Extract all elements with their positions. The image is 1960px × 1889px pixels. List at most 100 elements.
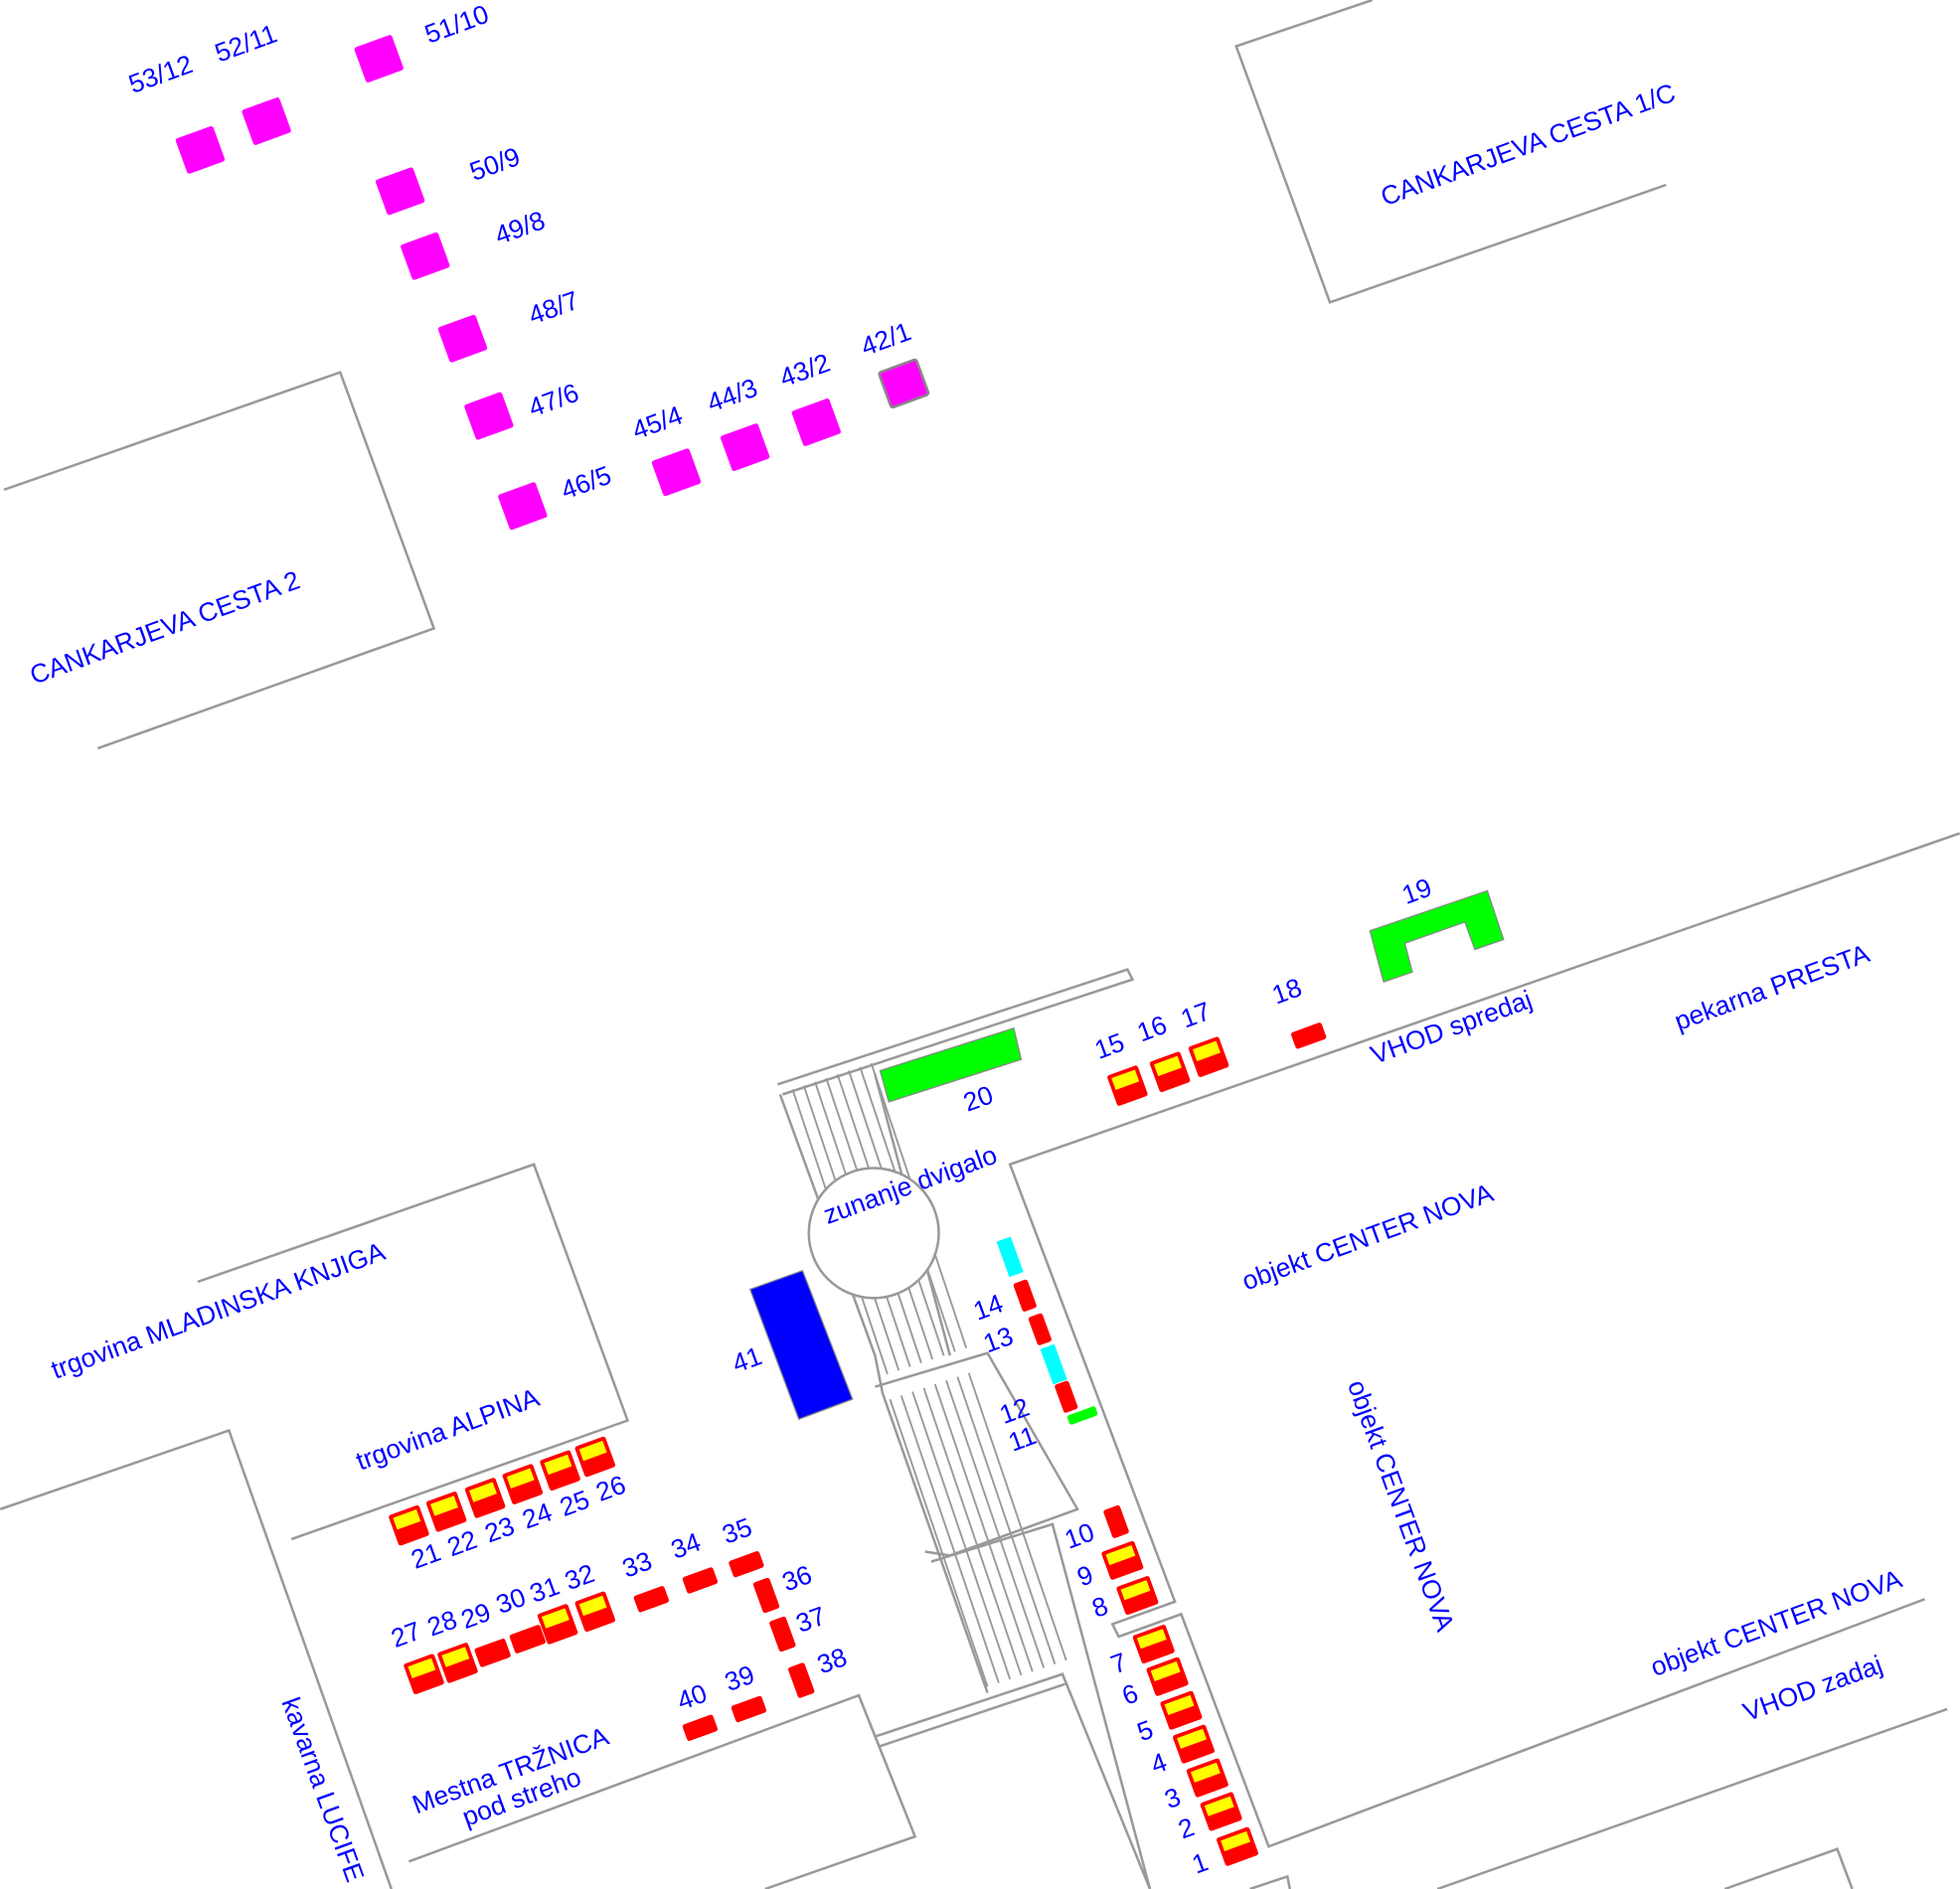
- stall-40-body: [682, 1714, 719, 1741]
- stall-48-7[interactable]: [437, 314, 488, 363]
- stall-50-9[interactable]: [375, 167, 425, 216]
- stall-10-body: [1103, 1504, 1129, 1538]
- stall-29[interactable]: [474, 1638, 512, 1667]
- stall-15-occupied-part: [1111, 1069, 1140, 1090]
- building-cankarjeva-1c: [1234, 0, 1667, 304]
- stall-8[interactable]: [1116, 1575, 1159, 1616]
- stall-37-label: 37: [792, 1601, 830, 1639]
- stall-36[interactable]: [752, 1577, 780, 1614]
- stall-31-label: 31: [526, 1570, 564, 1608]
- stall-46-5[interactable]: [497, 482, 548, 531]
- stall-48-7-label: 48/7: [525, 285, 583, 331]
- stall-38-label: 38: [813, 1642, 851, 1679]
- stair-landing-2: [930, 1522, 1152, 1889]
- stall-26[interactable]: [574, 1436, 616, 1478]
- stall-16-occupied-part: [1153, 1055, 1182, 1077]
- building-trznica: [408, 1693, 917, 1889]
- stall-12[interactable]: [1055, 1380, 1078, 1414]
- stall-35-label: 35: [719, 1511, 756, 1549]
- label-cankarjeva-2: CANKARJEVA CESTA 2: [26, 564, 303, 690]
- stall-52-11[interactable]: [242, 96, 292, 145]
- stall-3-occupied-part: [1190, 1762, 1221, 1783]
- stall-20-block[interactable]: [879, 1026, 1023, 1103]
- stall-35-body: [729, 1550, 764, 1578]
- stall-6-occupied-part: [1150, 1660, 1181, 1681]
- stall-15-label: 15: [1090, 1027, 1128, 1065]
- stall-8-occupied-part: [1120, 1580, 1151, 1601]
- stall-10-label: 10: [1061, 1516, 1098, 1554]
- stall-5[interactable]: [1160, 1690, 1203, 1730]
- walkway-top: [776, 968, 1135, 1096]
- stall-16[interactable]: [1149, 1051, 1191, 1093]
- stall-28[interactable]: [437, 1642, 479, 1683]
- stall-5-label: 5: [1133, 1714, 1157, 1747]
- stall-49-8[interactable]: [400, 232, 450, 280]
- stall-25[interactable]: [540, 1450, 581, 1492]
- stair-step: [911, 1391, 1012, 1680]
- stall-11[interactable]: [1066, 1406, 1098, 1426]
- stall-21-occupied-part: [393, 1509, 421, 1530]
- stall-9-occupied-part: [1105, 1544, 1136, 1566]
- building-center-nova-back: [1436, 1707, 1948, 1889]
- stall-14[interactable]: [1013, 1279, 1037, 1313]
- stall-39[interactable]: [731, 1695, 767, 1723]
- stall-18[interactable]: [1290, 1022, 1327, 1049]
- stall-44-3[interactable]: [720, 423, 770, 472]
- stall-32[interactable]: [574, 1591, 616, 1633]
- cyan-marker: [1040, 1343, 1067, 1385]
- stall-17[interactable]: [1188, 1036, 1229, 1078]
- stall-6[interactable]: [1146, 1656, 1189, 1696]
- stall-30[interactable]: [509, 1625, 547, 1654]
- stall-36-label: 36: [778, 1559, 816, 1597]
- stall-1[interactable]: [1216, 1826, 1258, 1866]
- stall-27[interactable]: [404, 1653, 445, 1695]
- stall-19-block[interactable]: [1369, 889, 1505, 984]
- stall-41-block[interactable]: [748, 1269, 854, 1421]
- stall-40[interactable]: [682, 1714, 719, 1742]
- stall-7[interactable]: [1132, 1624, 1175, 1664]
- stair-step: [899, 1395, 1000, 1683]
- label-center-nova-2: objekt CENTER NOVA: [1342, 1376, 1460, 1636]
- stall-10[interactable]: [1103, 1504, 1130, 1538]
- stall-24[interactable]: [502, 1464, 544, 1505]
- stall-3[interactable]: [1186, 1758, 1228, 1798]
- stair-step: [945, 1379, 1046, 1668]
- stall-27-occupied-part: [408, 1657, 436, 1679]
- stall-47-6[interactable]: [464, 392, 515, 440]
- stall-53-12-body: [175, 125, 226, 174]
- stall-42-1[interactable]: [878, 358, 930, 409]
- stall-9[interactable]: [1101, 1540, 1144, 1580]
- stall-20-label: 20: [959, 1079, 997, 1117]
- stall-43-2[interactable]: [791, 397, 842, 446]
- stall-15[interactable]: [1106, 1065, 1148, 1107]
- stall-22-label: 22: [443, 1524, 481, 1562]
- stall-31[interactable]: [537, 1604, 578, 1646]
- stall-23[interactable]: [464, 1478, 506, 1519]
- stall-51-10[interactable]: [354, 34, 405, 82]
- stall-1-occupied-part: [1221, 1830, 1250, 1851]
- stall-33-body: [633, 1586, 669, 1613]
- stall-2[interactable]: [1200, 1792, 1242, 1831]
- stall-33[interactable]: [633, 1585, 670, 1613]
- stall-45-4[interactable]: [651, 448, 702, 497]
- lower-strip: [1249, 1874, 1292, 1889]
- stall-4[interactable]: [1172, 1724, 1215, 1764]
- stall-22[interactable]: [425, 1491, 467, 1532]
- stall-9-label: 9: [1073, 1559, 1097, 1592]
- stall-34[interactable]: [682, 1567, 719, 1595]
- stall-13[interactable]: [1028, 1313, 1052, 1346]
- stall-35[interactable]: [729, 1550, 765, 1578]
- stall-42-1-body: [878, 358, 930, 409]
- stall-38[interactable]: [787, 1662, 815, 1699]
- stall-53-12[interactable]: [175, 125, 226, 174]
- stall-37[interactable]: [768, 1616, 796, 1653]
- stall-52-11-label: 52/11: [211, 18, 280, 68]
- stall-21[interactable]: [388, 1504, 429, 1546]
- stall-25-label: 25: [556, 1485, 593, 1522]
- stall-3-label: 3: [1161, 1782, 1185, 1814]
- stall-18-body: [1291, 1023, 1327, 1049]
- stall-29-label: 29: [457, 1597, 495, 1635]
- stall-11-body: [1066, 1406, 1098, 1425]
- stall-46-5-label: 46/5: [557, 460, 615, 506]
